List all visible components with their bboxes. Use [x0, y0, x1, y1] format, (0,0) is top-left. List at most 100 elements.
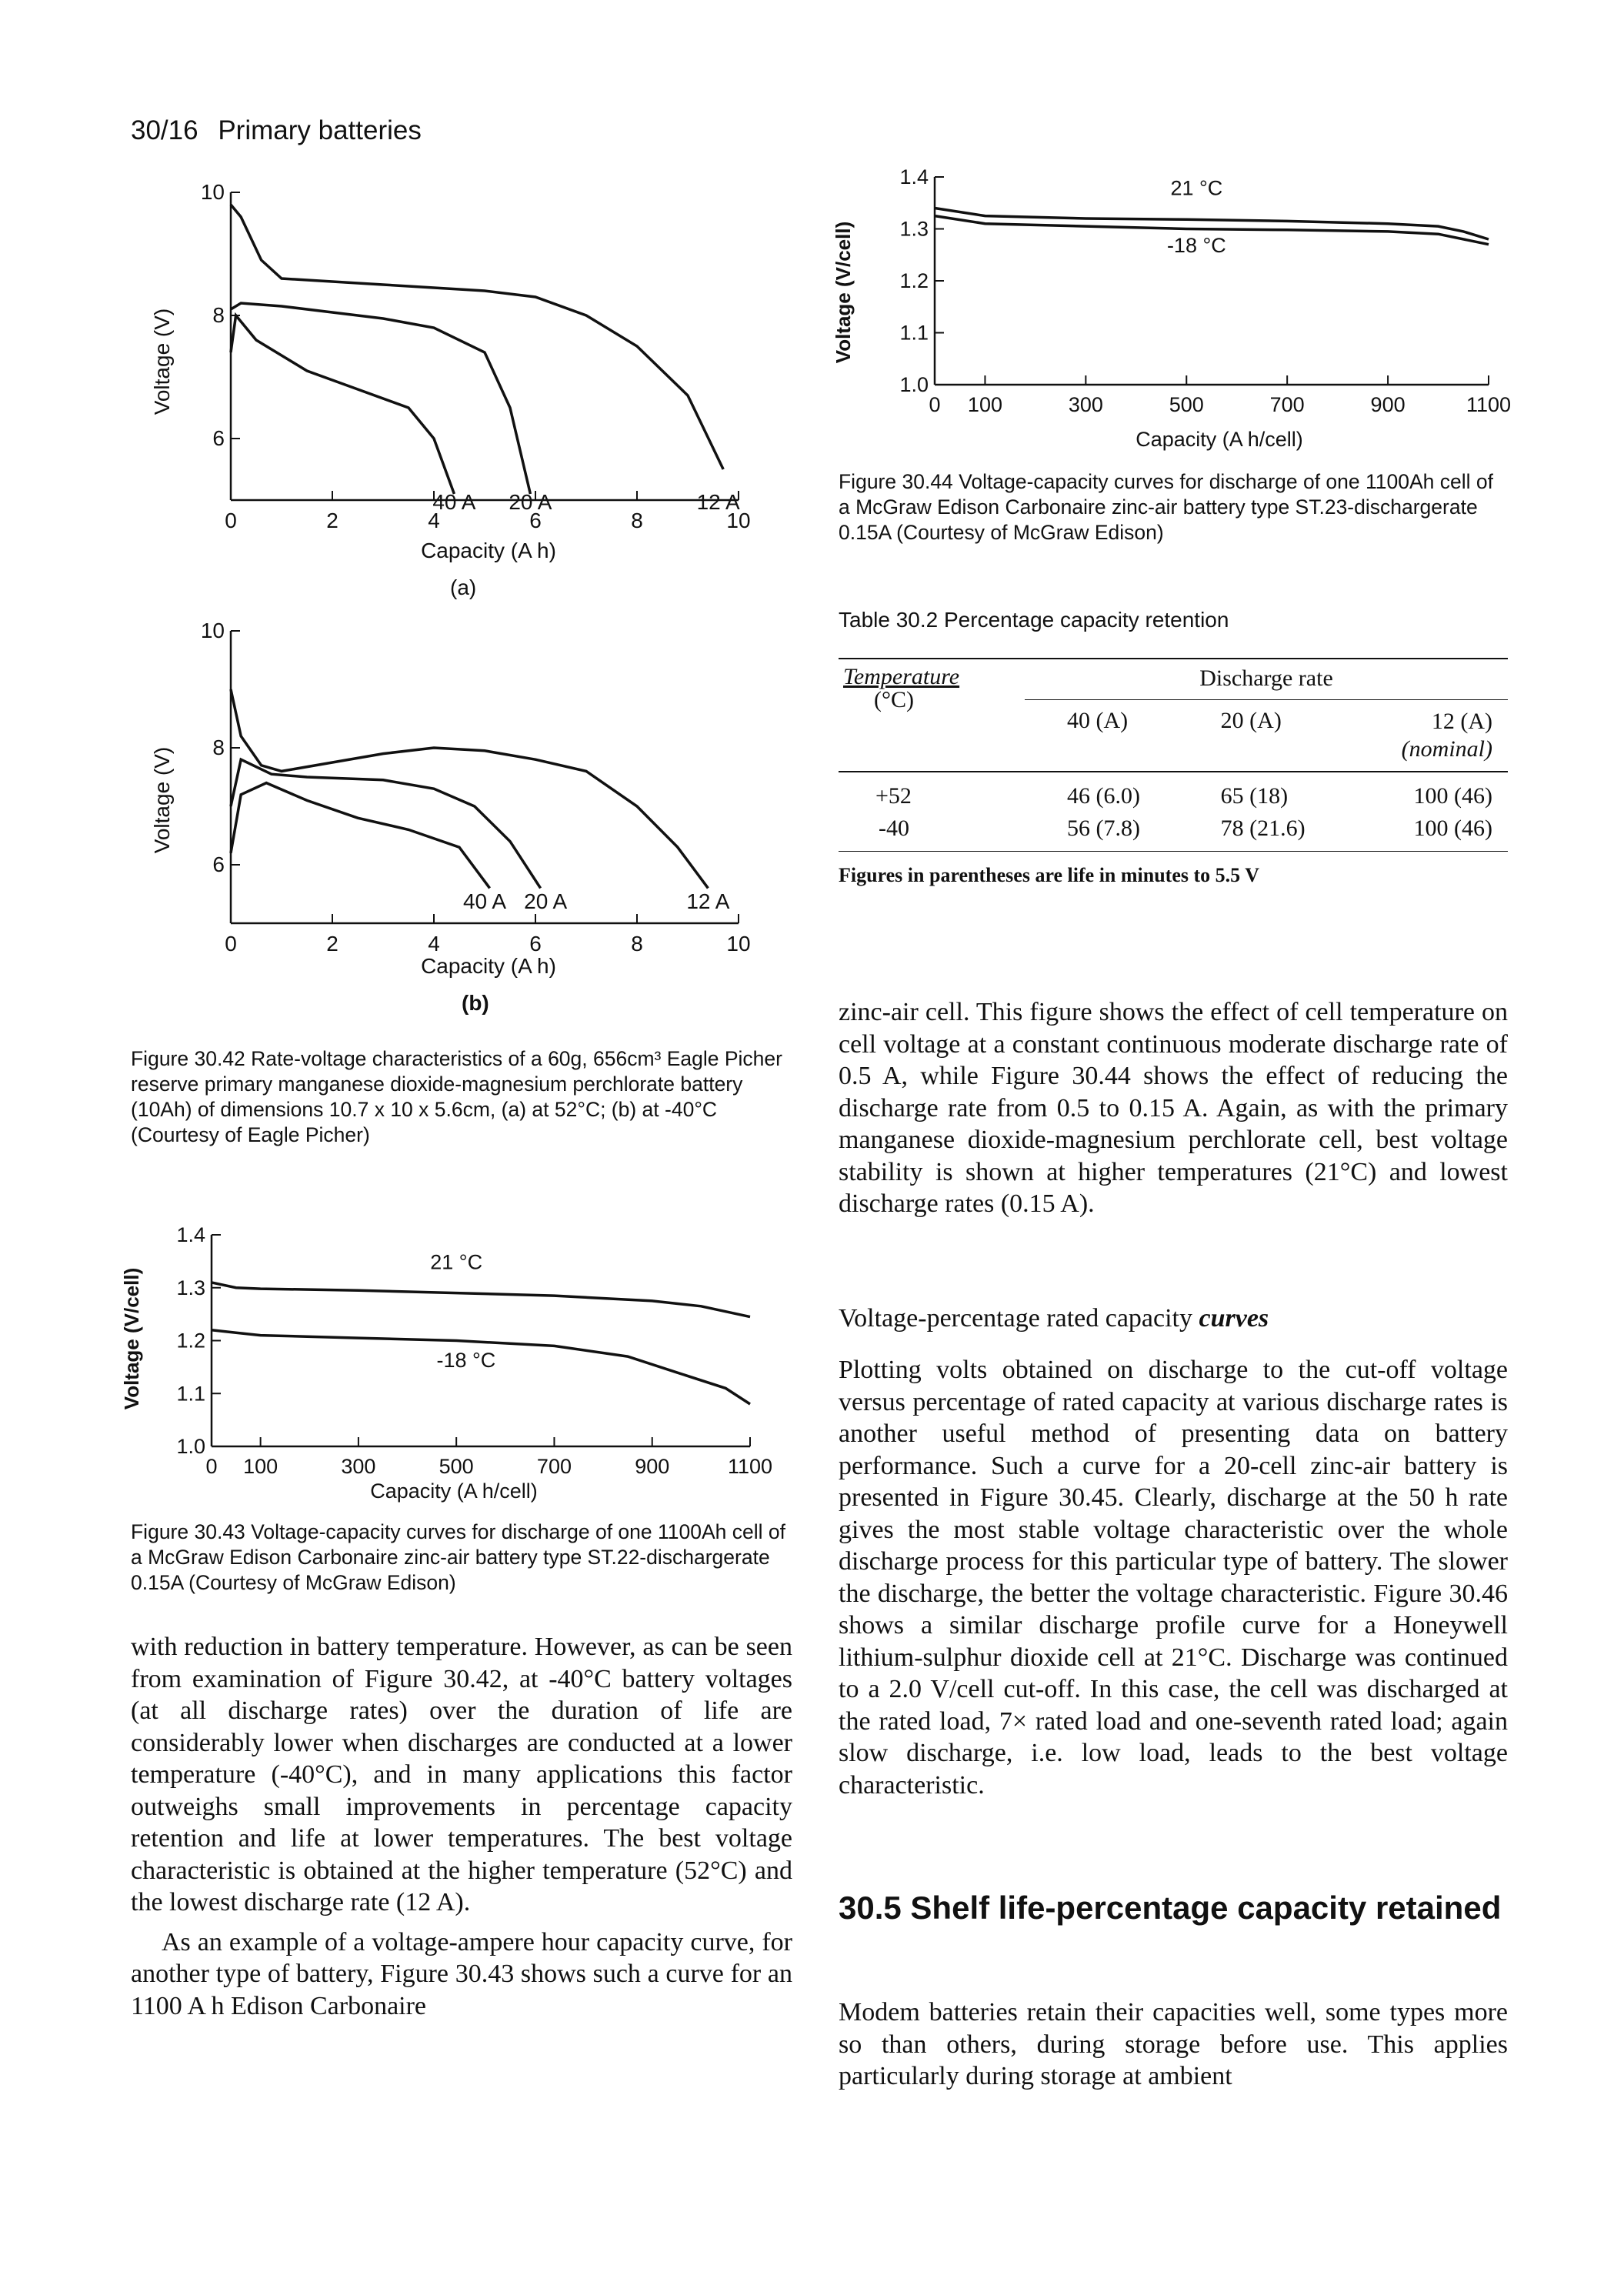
y-tick-label: 10	[201, 619, 225, 642]
y-tick-label: 1.2	[899, 269, 929, 292]
y-tick-label: 1.3	[176, 1276, 205, 1299]
cell-40a: 56 (7.8)	[1067, 815, 1140, 841]
header-discharge-rate: Discharge rate	[1025, 659, 1508, 700]
paragraph: Plotting volts obtained on discharge to …	[839, 1356, 1508, 1800]
figure-30-43-caption: Figure 30.43 Voltage-capacity curves for…	[131, 1519, 792, 1596]
x-tick-label: 100	[968, 393, 1002, 416]
x-tick-label: 0	[225, 932, 237, 956]
curve-label: 12 A	[697, 490, 740, 514]
y-tick-label: 1.2	[176, 1329, 205, 1353]
caption-label: Figure 30.42	[131, 1047, 245, 1070]
x-axis-label: Capacity (A h/cell)	[370, 1479, 538, 1503]
series-line-2	[229, 689, 709, 889]
caption-text: Voltage-capacity curves for discharge of…	[131, 1520, 785, 1594]
table-title: Table 30.2 Percentage capacity retention	[839, 608, 1229, 632]
right-column-text-2: Plotting volts obtained on discharge to …	[839, 1354, 1508, 1809]
table-rule-mid	[839, 771, 1508, 772]
x-tick-label: 1100	[1466, 393, 1511, 416]
y-tick-label: 10	[201, 180, 225, 204]
x-tick-label: 6	[529, 509, 542, 532]
header-temperature: Temperature (°C)	[839, 659, 1025, 766]
x-axis-label: Capacity (A h)	[421, 954, 556, 978]
table-rule-bottom	[839, 850, 1508, 852]
x-tick-label: 700	[537, 1455, 572, 1478]
series-line-0	[229, 312, 456, 495]
curve-label: 21 °C	[1170, 177, 1222, 200]
series-line-1	[229, 757, 542, 889]
x-tick-label: 700	[1270, 393, 1305, 416]
curve-label: -18 °C	[436, 1349, 495, 1372]
subheader-12a: 12 (A) (nominal)	[1355, 700, 1508, 767]
header-temperature-label: Temperature	[843, 664, 960, 689]
x-tick-label: 900	[1371, 393, 1406, 416]
y-tick-label: 1.1	[899, 322, 929, 345]
x-tick-label: 0	[929, 393, 940, 416]
table-rule-top	[839, 658, 1508, 659]
subheader-12a-label: 12 (A)	[1431, 709, 1492, 734]
page-number: 30/16	[131, 115, 198, 145]
caption-label: Figure 30.43	[131, 1520, 245, 1543]
x-tick-label: 10	[726, 932, 750, 956]
curve-label: 12 A	[686, 889, 729, 913]
running-header: 30/16 Primary batteries	[131, 115, 422, 146]
series-line-0	[229, 781, 492, 889]
x-tick-label: 2	[326, 509, 338, 532]
subheader-40a: 40 (A)	[1067, 708, 1129, 733]
x-tick-label: 6	[529, 932, 542, 956]
table-label: Table 30.2	[839, 608, 939, 632]
curve-label: 20 A	[509, 490, 552, 514]
left-column-text: with reduction in battery temperature. H…	[131, 1631, 792, 2030]
y-tick-label: 1.0	[176, 1435, 205, 1458]
figure-30-42-caption: Figure 30.42 Rate-voltage characteristic…	[131, 1046, 792, 1148]
right-column-text-3: Modem batteries retain their capacities …	[839, 1996, 1508, 2100]
cell-temp: +52	[875, 782, 912, 809]
subhead-emphasis: curves	[1199, 1304, 1269, 1333]
curve-label: 40 A	[432, 490, 475, 514]
table-title-text: Percentage capacity retention	[944, 608, 1229, 632]
subsection-heading: Voltage-percentage rated capacity curves	[839, 1304, 1508, 1333]
x-axis-label: Capacity (A h/cell)	[1135, 428, 1303, 451]
y-tick-label: 6	[212, 852, 225, 876]
x-tick-label: 4	[428, 932, 440, 956]
x-axis-label: Capacity (A h)	[421, 539, 556, 562]
caption-text: Rate-voltage characteristics of a 60g, 6…	[131, 1047, 782, 1146]
table-row: +52 46 (6.0) 65 (18) 100 (46)	[839, 780, 1508, 812]
x-tick-label: 900	[635, 1455, 669, 1478]
x-tick-label: 0	[205, 1455, 217, 1478]
panel-a-tag: (a)	[450, 575, 477, 599]
y-tick-label: 1.4	[176, 1223, 205, 1246]
paragraph: As an example of a voltage-ampere hour c…	[131, 1927, 792, 2020]
y-axis-label: Voltage (V/cell)	[120, 1268, 143, 1409]
y-tick-label: 1.3	[899, 218, 929, 241]
x-tick-label: 500	[1169, 393, 1204, 416]
curve-label: -18 °C	[1167, 234, 1226, 257]
subheader-nominal: (nominal)	[1401, 736, 1492, 762]
y-tick-label: 8	[212, 736, 225, 759]
paragraph: zinc-air cell. This figure shows the eff…	[839, 998, 1508, 1218]
curve-label: 20 A	[524, 889, 567, 913]
series-line-1	[934, 214, 1489, 246]
y-tick-label: 1.0	[899, 373, 929, 396]
series-line-0	[211, 1281, 751, 1319]
y-axis-label: Voltage (V)	[150, 309, 174, 415]
x-tick-label: 4	[428, 509, 440, 532]
caption-text: Voltage-capacity curves for discharge of…	[839, 470, 1493, 544]
curve-label: 21 °C	[430, 1251, 482, 1274]
caption-label: Figure 30.44	[839, 470, 953, 493]
x-tick-label: 100	[243, 1455, 278, 1478]
y-tick-label: 1.4	[899, 165, 929, 188]
x-tick-label: 500	[439, 1455, 474, 1478]
paragraph: with reduction in battery temperature. H…	[131, 1633, 792, 1916]
y-axis-label: Voltage (V/cell)	[832, 222, 855, 363]
x-tick-label: 8	[631, 509, 643, 532]
series-line-0	[934, 206, 1489, 241]
running-title: Primary batteries	[218, 115, 422, 145]
subheader-20a: 20 (A)	[1220, 708, 1282, 733]
x-tick-label: 10	[726, 509, 750, 532]
